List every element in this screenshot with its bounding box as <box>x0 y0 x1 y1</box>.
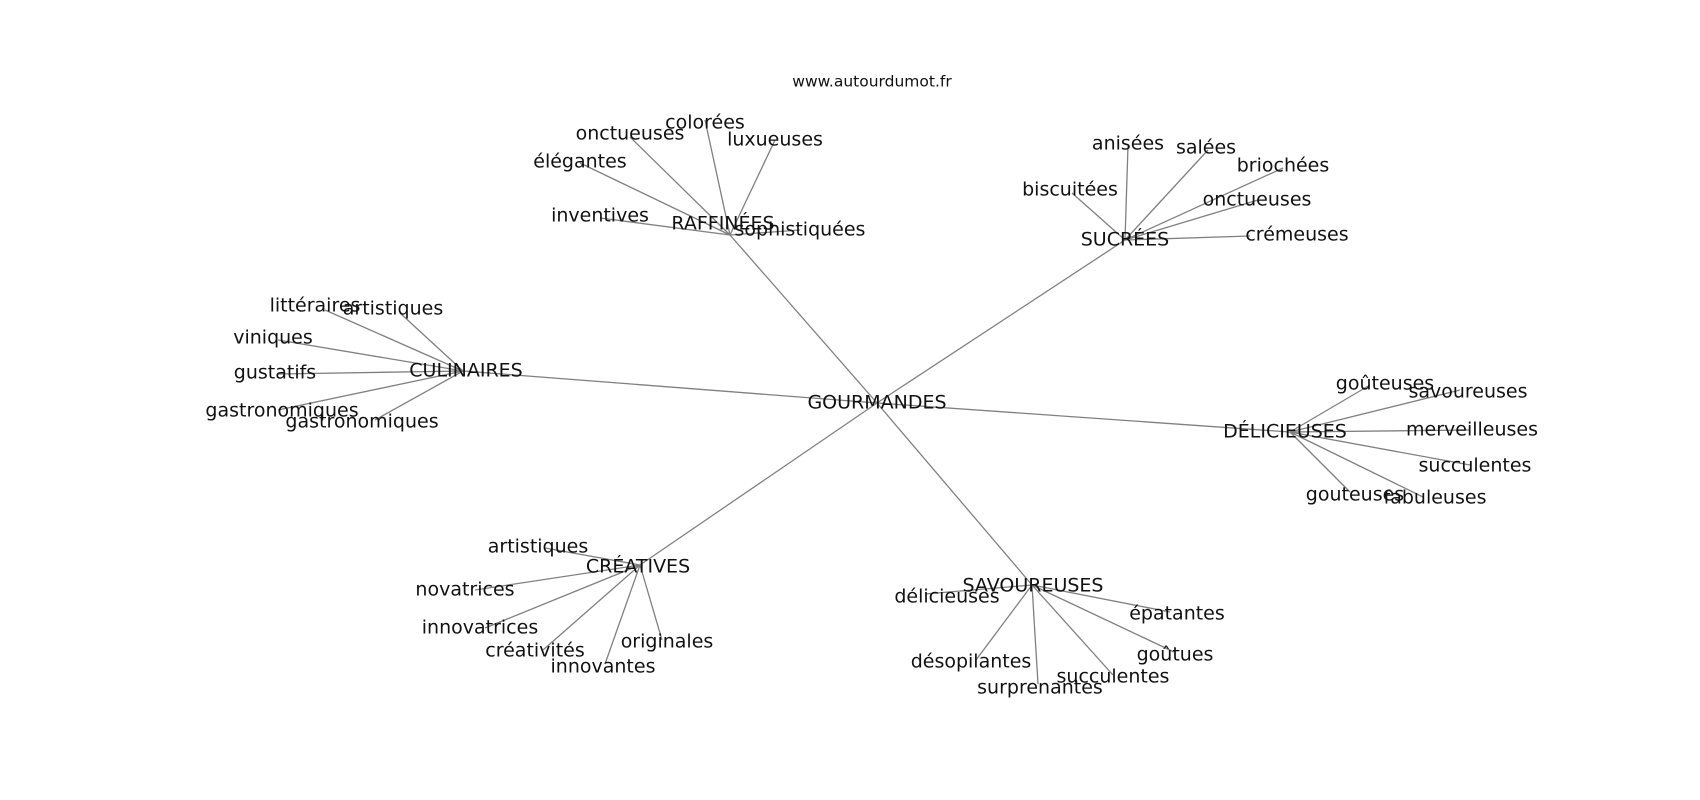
leaf-edge-6-2 <box>1031 584 1171 613</box>
leaf-node-label: savoureuses <box>1408 381 1527 403</box>
leaf-edge-4-3 <box>1289 429 1471 433</box>
leaf-edge-3-5 <box>277 370 464 411</box>
leaf-node-label: crémeuses <box>1245 224 1348 246</box>
leaf-edge-3-2 <box>399 312 464 372</box>
leaf-edge-1-1 <box>704 119 731 236</box>
leaf-edge-6-4 <box>975 584 1033 661</box>
leaf-edge-4-6 <box>1289 431 1424 498</box>
leaf-node-label: délicieuses <box>894 586 999 608</box>
root-edge-5 <box>639 402 878 566</box>
leaf-edge-4-1 <box>1289 384 1371 433</box>
leaf-node-label: originales <box>621 631 714 653</box>
leaf-edge-1-6 <box>729 229 801 236</box>
leaf-edge-1-2 <box>629 136 731 236</box>
leaf-edge-2-3 <box>1124 167 1284 241</box>
leaf-node-label: sophistiquées <box>735 219 866 241</box>
leaf-node-label: fabuleuses <box>1384 487 1487 509</box>
leaf-node-label: biscuitées <box>1022 179 1118 201</box>
root-edge-2 <box>876 239 1126 404</box>
leaf-edge-2-6 <box>1124 235 1251 241</box>
root-edge-1 <box>729 234 878 404</box>
leaf-node-label: colorées <box>665 112 745 134</box>
leaf-node-label: épatantes <box>1129 603 1225 625</box>
hub-node-label: CULINAIRES <box>409 360 522 382</box>
leaf-node-label: succulentes <box>1057 666 1170 688</box>
leaf-node-label: merveilleuses <box>1406 419 1538 441</box>
leaf-edge-5-2 <box>474 564 641 591</box>
leaf-edge-1-3 <box>729 139 776 236</box>
leaf-node-label: gouteuses <box>1306 484 1404 506</box>
leaf-edge-3-1 <box>324 309 464 372</box>
leaf-node-label: onctueuses <box>1203 189 1312 211</box>
leaf-node-label: innovantes <box>551 656 656 678</box>
leaf-edge-6-1 <box>924 584 1033 595</box>
leaf-node-label: désopilantes <box>911 651 1032 673</box>
leaf-edge-4-2 <box>1289 389 1461 433</box>
leaf-node-label: innovatrices <box>422 617 538 639</box>
leaf-edge-1-5 <box>599 217 731 236</box>
hub-node-label: RAFFINÉES <box>671 212 774 235</box>
leaf-node-label: gustatifs <box>234 362 316 384</box>
leaf-node-label: gastronomiques <box>205 400 358 422</box>
leaf-node-label: luxueuses <box>727 129 823 151</box>
leaf-edge-2-4 <box>1071 192 1126 241</box>
leaf-node-label: gastronomiques <box>285 411 438 433</box>
hub-node-label: SAVOUREUSES <box>963 575 1104 597</box>
root-node-label: GOURMANDES <box>807 392 946 414</box>
hub-node-label: DÉLICIEUSES <box>1223 420 1347 443</box>
leaf-node-label: goûteuses <box>1336 373 1434 395</box>
watermark-text: www.autourdumot.fr <box>792 73 952 91</box>
leaf-edge-4-4 <box>1289 431 1471 466</box>
leaf-edge-3-4 <box>277 370 464 375</box>
leaf-node-label: artistiques <box>343 298 444 320</box>
leaf-node-label: élégantes <box>533 151 626 173</box>
leaf-edge-5-3 <box>484 564 641 629</box>
leaf-edge-2-2 <box>1124 149 1209 241</box>
leaf-node-label: littéraires <box>270 295 361 317</box>
leaf-node-label: anisées <box>1092 133 1164 155</box>
root-edge-6 <box>876 402 1033 586</box>
leaf-node-label: inventives <box>551 205 649 227</box>
leaf-edge-5-1 <box>544 547 641 566</box>
root-edge-3 <box>462 370 878 404</box>
leaf-node-label: salées <box>1176 137 1236 159</box>
leaf-edge-5-5 <box>604 564 641 665</box>
leaf-edge-4-5 <box>1289 431 1351 493</box>
leaf-node-label: surprenantes <box>977 677 1103 699</box>
leaf-edge-6-3 <box>1031 584 1175 653</box>
labels-layer: www.autourdumot.fr GOURMANDES RAFFINÉES co… <box>205 73 1538 699</box>
leaf-edge-6-6 <box>1031 584 1039 685</box>
leaf-edge-2-1 <box>1124 145 1129 241</box>
leaf-node-label: succulentes <box>1419 455 1532 477</box>
leaf-edge-2-5 <box>1124 199 1259 241</box>
leaf-node-label: créativités <box>485 640 584 662</box>
root-edge-4 <box>876 402 1291 433</box>
leaf-node-label: briochées <box>1237 155 1330 177</box>
hub-node-label: SUCRÉES <box>1081 228 1170 251</box>
leaf-edge-5-6 <box>639 564 663 641</box>
edges-layer <box>277 119 1471 685</box>
leaf-edge-6-5 <box>1031 584 1114 676</box>
leaf-node-label: artistiques <box>488 536 589 558</box>
leaf-edge-5-4 <box>542 564 641 651</box>
leaf-edge-3-6 <box>374 370 464 421</box>
leaf-edge-3-3 <box>277 339 464 372</box>
leaf-edge-1-4 <box>579 162 731 236</box>
leaf-node-label: goûtues <box>1137 644 1214 666</box>
leaf-node-label: novatrices <box>415 579 514 601</box>
leaf-node-label: viniques <box>233 327 313 349</box>
hub-node-label: CRÉATIVES <box>586 555 690 578</box>
leaf-node-label: onctueuses <box>576 123 685 145</box>
